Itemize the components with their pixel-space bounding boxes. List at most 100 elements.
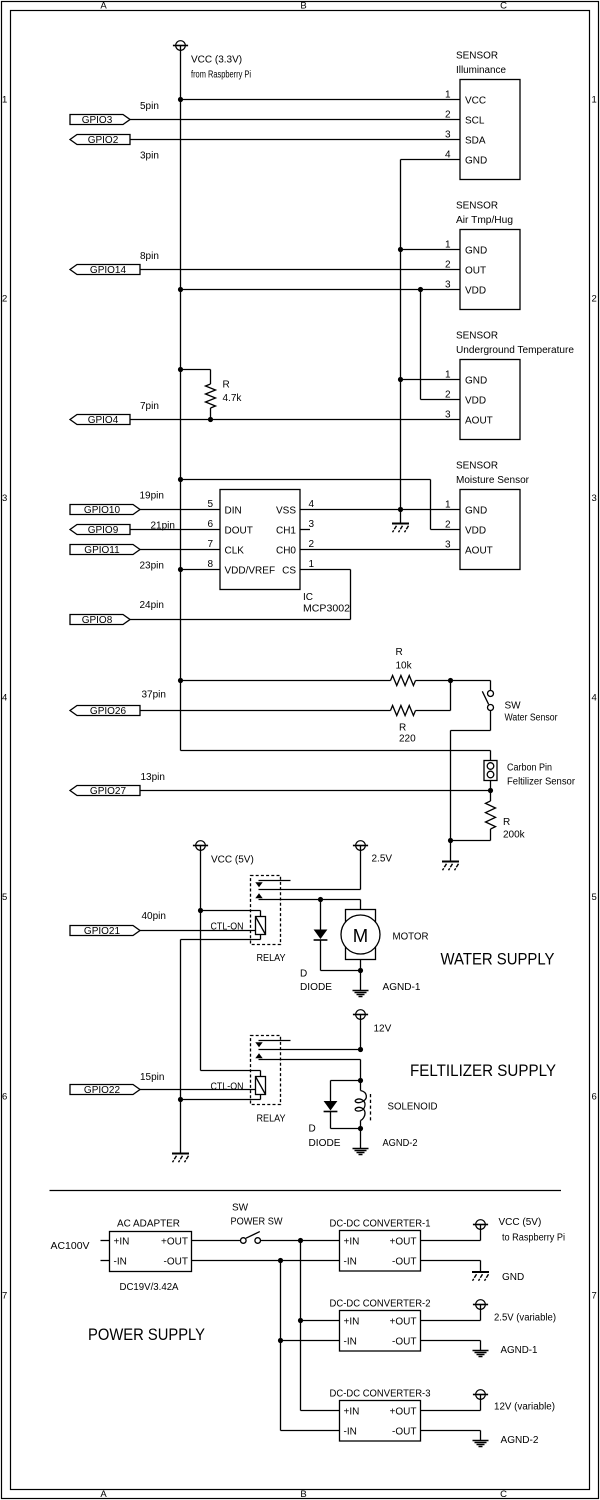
svg-text:4: 4 bbox=[592, 692, 597, 703]
svg-text:A: A bbox=[100, 1489, 107, 1500]
svg-text:GPIO11: GPIO11 bbox=[84, 545, 120, 556]
svg-text:+OUT: +OUT bbox=[390, 1407, 417, 1418]
svg-text:SW: SW bbox=[505, 701, 522, 712]
svg-text:SCL: SCL bbox=[465, 116, 485, 127]
svg-text:1: 1 bbox=[445, 240, 451, 251]
svg-text:VSS: VSS bbox=[276, 506, 296, 517]
svg-text:AOUT: AOUT bbox=[465, 416, 493, 427]
svg-text:GPIO22: GPIO22 bbox=[84, 1085, 121, 1096]
svg-text:R: R bbox=[396, 647, 403, 658]
svg-text:2: 2 bbox=[309, 539, 315, 550]
svg-text:+IN: +IN bbox=[344, 1237, 360, 1248]
svg-text:GND: GND bbox=[465, 376, 487, 387]
svg-text:FELTILIZER SUPPLY: FELTILIZER SUPPLY bbox=[410, 1062, 556, 1080]
svg-text:7pin: 7pin bbox=[140, 401, 159, 412]
svg-text:1: 1 bbox=[2, 94, 7, 105]
svg-text:AGND-1: AGND-1 bbox=[383, 982, 421, 993]
svg-text:GPIO10: GPIO10 bbox=[84, 505, 121, 516]
svg-text:Air Tmp/Hug: Air Tmp/Hug bbox=[456, 215, 513, 226]
svg-text:AGND-1: AGND-1 bbox=[501, 1345, 538, 1356]
svg-text:from Raspberry Pi: from Raspberry Pi bbox=[191, 70, 251, 81]
svg-text:R: R bbox=[399, 723, 406, 734]
svg-text:6: 6 bbox=[207, 519, 213, 530]
svg-text:5: 5 bbox=[2, 892, 7, 903]
svg-text:CS: CS bbox=[282, 566, 296, 577]
svg-text:2: 2 bbox=[445, 260, 451, 271]
svg-text:CH0: CH0 bbox=[276, 546, 296, 557]
svg-text:6: 6 bbox=[2, 1091, 7, 1102]
svg-text:220: 220 bbox=[399, 734, 416, 745]
svg-text:3: 3 bbox=[592, 493, 597, 504]
svg-text:GND: GND bbox=[465, 156, 487, 167]
svg-text:DIN: DIN bbox=[225, 506, 242, 517]
svg-text:+OUT: +OUT bbox=[161, 1237, 188, 1248]
svg-text:SENSOR: SENSOR bbox=[456, 200, 498, 211]
svg-text:GPIO27: GPIO27 bbox=[90, 786, 127, 797]
svg-text:B: B bbox=[300, 1489, 306, 1500]
svg-text:VCC (3.3V): VCC (3.3V) bbox=[191, 55, 242, 66]
svg-text:DIODE: DIODE bbox=[300, 982, 332, 993]
svg-text:IC: IC bbox=[303, 592, 313, 603]
svg-text:SENSOR: SENSOR bbox=[456, 330, 498, 341]
svg-text:3: 3 bbox=[445, 280, 451, 291]
svg-text:3: 3 bbox=[309, 519, 315, 530]
svg-text:-IN: -IN bbox=[114, 1257, 127, 1268]
svg-text:SENSOR: SENSOR bbox=[456, 50, 498, 61]
svg-text:MOTOR: MOTOR bbox=[393, 932, 429, 943]
svg-text:Moisture Sensor: Moisture Sensor bbox=[456, 475, 530, 486]
svg-text:CTL-ON: CTL-ON bbox=[211, 1082, 244, 1093]
svg-text:5: 5 bbox=[207, 499, 213, 510]
svg-text:AGND-2: AGND-2 bbox=[501, 1435, 539, 1446]
svg-text:SDA: SDA bbox=[465, 136, 486, 147]
svg-text:VCC (5V): VCC (5V) bbox=[499, 1217, 542, 1228]
svg-text:SENSOR: SENSOR bbox=[456, 460, 498, 471]
svg-text:VCC: VCC bbox=[465, 96, 486, 107]
svg-text:1: 1 bbox=[445, 90, 451, 101]
svg-text:7: 7 bbox=[2, 1290, 7, 1301]
svg-text:VDD/VREF: VDD/VREF bbox=[225, 566, 276, 577]
svg-text:2: 2 bbox=[445, 390, 451, 401]
svg-text:1: 1 bbox=[445, 370, 451, 381]
svg-text:GND: GND bbox=[502, 1272, 524, 1283]
svg-text:OUT: OUT bbox=[465, 266, 486, 277]
svg-text:4: 4 bbox=[309, 499, 315, 510]
svg-text:Underground Temperature: Underground Temperature bbox=[456, 345, 574, 356]
svg-text:R: R bbox=[223, 380, 230, 391]
svg-text:1: 1 bbox=[592, 94, 597, 105]
svg-text:2: 2 bbox=[445, 110, 451, 121]
svg-text:DIODE: DIODE bbox=[309, 1138, 341, 1149]
svg-text:8pin: 8pin bbox=[140, 251, 159, 262]
svg-text:2: 2 bbox=[592, 293, 597, 304]
svg-text:1: 1 bbox=[309, 559, 315, 570]
svg-text:2.5V (variable): 2.5V (variable) bbox=[494, 1313, 556, 1324]
svg-text:3: 3 bbox=[445, 410, 451, 421]
svg-text:WATER SUPPLY: WATER SUPPLY bbox=[441, 951, 555, 969]
svg-text:GPIO2: GPIO2 bbox=[88, 135, 119, 146]
svg-text:GPIO26: GPIO26 bbox=[90, 706, 127, 717]
svg-text:-OUT: -OUT bbox=[392, 1257, 416, 1268]
svg-text:Feltilizer Sensor: Feltilizer Sensor bbox=[507, 777, 576, 788]
svg-text:+IN: +IN bbox=[344, 1407, 360, 1418]
svg-text:GPIO8: GPIO8 bbox=[82, 615, 113, 626]
svg-text:4: 4 bbox=[2, 692, 7, 703]
svg-text:GND: GND bbox=[465, 506, 487, 517]
svg-text:DC-DC CONVERTER-2: DC-DC CONVERTER-2 bbox=[330, 1299, 431, 1310]
svg-text:7: 7 bbox=[592, 1290, 597, 1301]
svg-text:D: D bbox=[309, 1124, 316, 1135]
svg-text:AGND-2: AGND-2 bbox=[383, 1138, 418, 1149]
svg-text:5: 5 bbox=[592, 892, 597, 903]
svg-text:SW: SW bbox=[232, 1203, 249, 1214]
svg-text:M: M bbox=[353, 925, 368, 946]
svg-text:DC-DC CONVERTER-1: DC-DC CONVERTER-1 bbox=[330, 1219, 431, 1230]
svg-text:-IN: -IN bbox=[344, 1257, 357, 1268]
svg-text:3: 3 bbox=[445, 540, 451, 551]
svg-text:13pin: 13pin bbox=[141, 772, 165, 783]
svg-text:-OUT: -OUT bbox=[392, 1337, 416, 1348]
svg-text:R: R bbox=[503, 817, 510, 828]
svg-text:3: 3 bbox=[2, 493, 7, 504]
svg-text:CTL-ON: CTL-ON bbox=[211, 922, 244, 933]
svg-text:GPIO3: GPIO3 bbox=[82, 115, 113, 126]
svg-text:DC19V/3.42A: DC19V/3.42A bbox=[120, 1282, 179, 1293]
svg-text:C: C bbox=[500, 1489, 507, 1500]
svg-text:2: 2 bbox=[2, 293, 7, 304]
